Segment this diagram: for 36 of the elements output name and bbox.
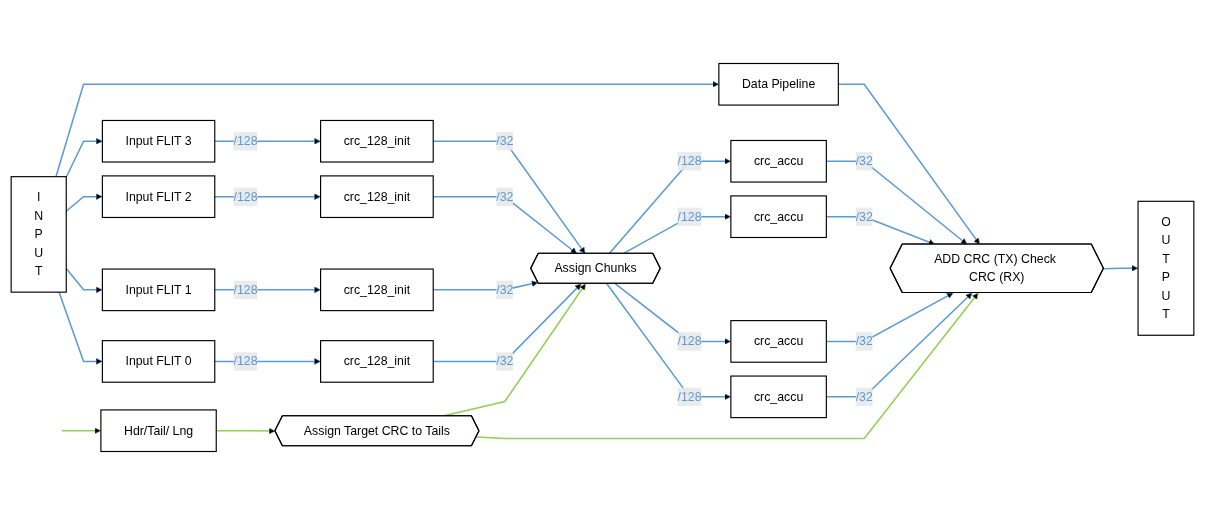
node-box: crc_128_init xyxy=(320,340,434,383)
edge-label: /32 xyxy=(496,189,514,203)
node-box: O U T P U T xyxy=(1137,200,1195,336)
edge-label: /128 xyxy=(233,189,258,203)
edge-label: /32 xyxy=(496,282,514,296)
edge-label: /32 xyxy=(496,134,514,148)
node-box: Hdr/Tail/ Lng xyxy=(100,409,217,453)
node-box: crc_accu xyxy=(730,195,827,239)
edge-label: /128 xyxy=(233,354,258,368)
node-box: Input FLIT 1 xyxy=(101,268,216,312)
node-box: Input FLIT 0 xyxy=(101,340,216,383)
arrow xyxy=(65,137,103,178)
edge-label: /32 xyxy=(855,209,873,223)
edge-label: /128 xyxy=(677,209,702,223)
edge-label: /32 xyxy=(855,154,873,168)
edge-label: /32 xyxy=(496,354,514,368)
edge-label: /32 xyxy=(855,334,873,348)
node-box: crc_128_init xyxy=(320,268,434,312)
node-box: I N P U T xyxy=(10,176,67,293)
node-box: crc_accu xyxy=(730,320,827,363)
node-box: crc_accu xyxy=(730,375,827,419)
arrow xyxy=(58,291,103,365)
edge-label: /128 xyxy=(677,389,702,403)
edge-label: /128 xyxy=(233,134,258,148)
node-box: crc_128_init xyxy=(320,119,434,163)
edge-label: /128 xyxy=(677,334,702,348)
node-box: Input FLIT 2 xyxy=(101,175,216,219)
node-box: Input FLIT 3 xyxy=(101,119,216,163)
node-box: crc_accu xyxy=(730,139,827,183)
edge-label: /128 xyxy=(677,154,702,168)
arrow xyxy=(1103,264,1139,272)
arrow xyxy=(475,292,979,440)
edge-label: /128 xyxy=(233,282,258,296)
node-box: crc_128_init xyxy=(320,175,434,219)
edge-label: /32 xyxy=(855,389,873,403)
node-box: Data Pipeline xyxy=(718,62,839,106)
